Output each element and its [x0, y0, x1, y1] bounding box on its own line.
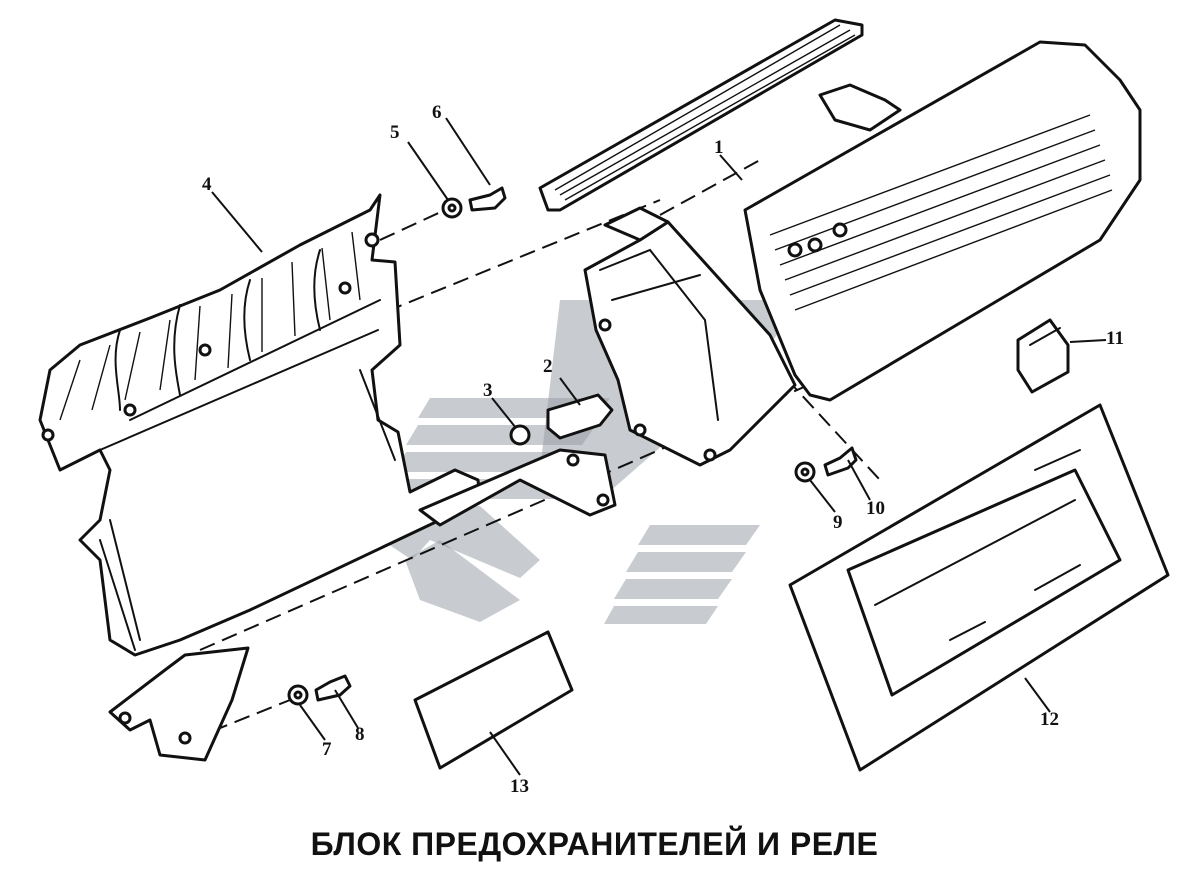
part-11-clip	[1016, 318, 1070, 394]
callout-12: 12	[1040, 709, 1059, 730]
part-cover	[743, 40, 1142, 402]
callout-10: 10	[866, 498, 885, 519]
callout-13: 13	[510, 776, 529, 797]
part-2-clip	[418, 393, 617, 527]
callout-6: 6	[432, 102, 442, 123]
callout-8: 8	[355, 724, 365, 745]
part-4-bracket	[38, 193, 482, 657]
callout-4: 4	[202, 174, 212, 195]
callout-2: 2	[543, 356, 553, 377]
callout-11: 11	[1106, 328, 1124, 349]
part-12-label	[788, 403, 1170, 772]
part-13-label	[413, 630, 574, 770]
callout-labels: 1 2 3 4 5 6 7 8 9 10 11 12 13	[202, 102, 1124, 797]
callout-1: 1	[714, 137, 724, 158]
callout-9: 9	[833, 512, 843, 533]
part-1-base	[583, 206, 797, 467]
relay-strip	[538, 18, 864, 212]
callout-5: 5	[390, 122, 400, 143]
callout-3: 3	[483, 380, 493, 401]
part-3-nut	[509, 424, 531, 446]
lower-bracket	[99, 539, 250, 762]
diagram-caption: БЛОК ПРЕДОХРАНИТЕЛЕЙ И РЕЛЕ	[310, 826, 879, 862]
fasteners	[287, 186, 858, 706]
leader-lines	[211, 117, 1107, 776]
callout-7: 7	[322, 739, 332, 760]
